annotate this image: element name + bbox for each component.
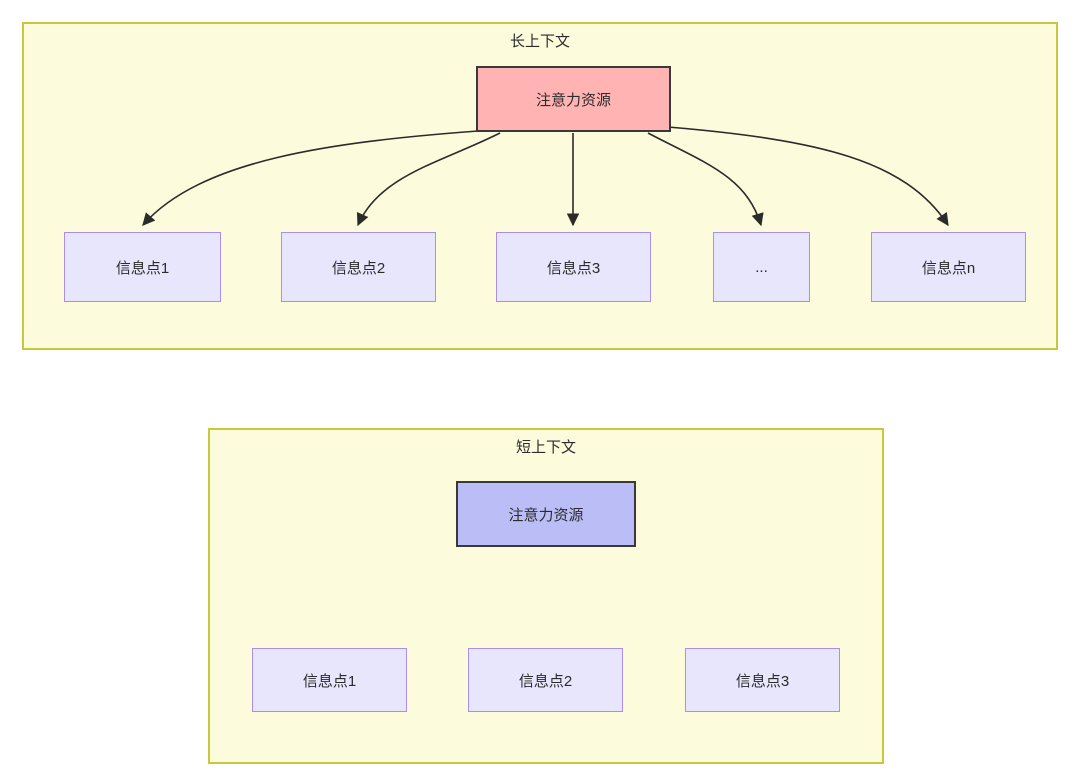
node-attention-resource-short[interactable]: 注意力资源 (456, 481, 636, 547)
node-info-point-n-long[interactable]: 信息点n (871, 232, 1026, 302)
panel-short-context[interactable]: 短上下文 (208, 428, 884, 764)
node-info-point-1-short[interactable]: 信息点1 (252, 648, 407, 712)
node-info-point-ellipsis-long[interactable]: ... (713, 232, 810, 302)
node-attention-resource-long-label: 注意力资源 (535, 91, 611, 109)
node-info-point-1-long[interactable]: 信息点1 (64, 232, 221, 302)
node-info-point-1-short-label: 信息点1 (302, 672, 357, 690)
node-attention-resource-short-label: 注意力资源 (508, 506, 584, 524)
node-info-point-1-long-label: 信息点1 (115, 259, 170, 277)
node-info-point-3-long[interactable]: 信息点3 (496, 232, 651, 302)
node-info-point-3-short[interactable]: 信息点3 (685, 648, 840, 712)
panel-long-context-title: 长上下文 (509, 33, 570, 50)
node-info-point-2-short-label: 信息点2 (518, 672, 573, 690)
node-info-point-n-long-label: 信息点n (921, 259, 976, 277)
node-info-point-ellipsis-long-label: ... (755, 258, 768, 276)
node-info-point-2-short[interactable]: 信息点2 (468, 648, 623, 712)
panel-short-context-title: 短上下文 (515, 439, 576, 456)
node-info-point-3-short-label: 信息点3 (735, 672, 790, 690)
node-attention-resource-long[interactable]: 注意力资源 (476, 66, 671, 132)
node-info-point-2-long-label: 信息点2 (331, 259, 386, 277)
node-info-point-3-long-label: 信息点3 (546, 259, 601, 277)
node-info-point-2-long[interactable]: 信息点2 (281, 232, 436, 302)
